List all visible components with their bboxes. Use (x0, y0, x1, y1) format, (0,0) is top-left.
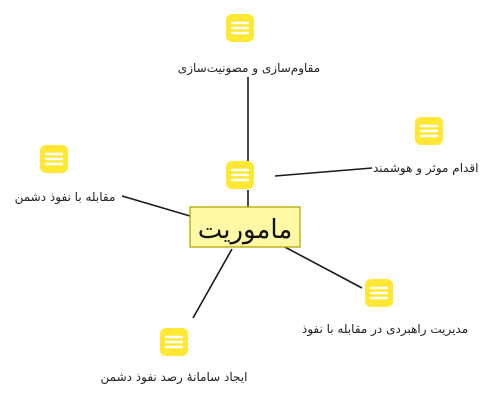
note-icon[interactable] (226, 14, 254, 42)
branch-label-bottom[interactable]: ایجاد سامانهٔ رصد نفوذ دشمن (101, 370, 248, 385)
central-topic[interactable]: ماموریت (189, 206, 301, 248)
branch-label-top[interactable]: مقاوم‌سازی و مصونیت‌سازی (178, 61, 320, 76)
central-topic-label: ماموریت (198, 215, 293, 245)
branch-label-left[interactable]: مقابله با نفوذ دشمن (15, 190, 116, 205)
connector-hub-to-upper-right (274, 167, 373, 177)
central-topic-box (189, 206, 301, 248)
note-icon[interactable] (40, 145, 68, 173)
note-icon[interactable] (365, 279, 393, 307)
note-icon[interactable] (415, 117, 443, 145)
note-icon[interactable] (160, 328, 188, 356)
branch-label-upper-right[interactable]: اقدام موثر و هوشمند (373, 161, 478, 176)
note-icon[interactable] (226, 161, 254, 189)
connector-center-to-lower-right (282, 245, 363, 289)
connector-left-to-center (121, 195, 191, 217)
branch-label-lower-right[interactable]: مدیریت راهبردی در مقابله با نفوذ (302, 322, 468, 337)
connector-center-to-bottom (192, 248, 233, 319)
